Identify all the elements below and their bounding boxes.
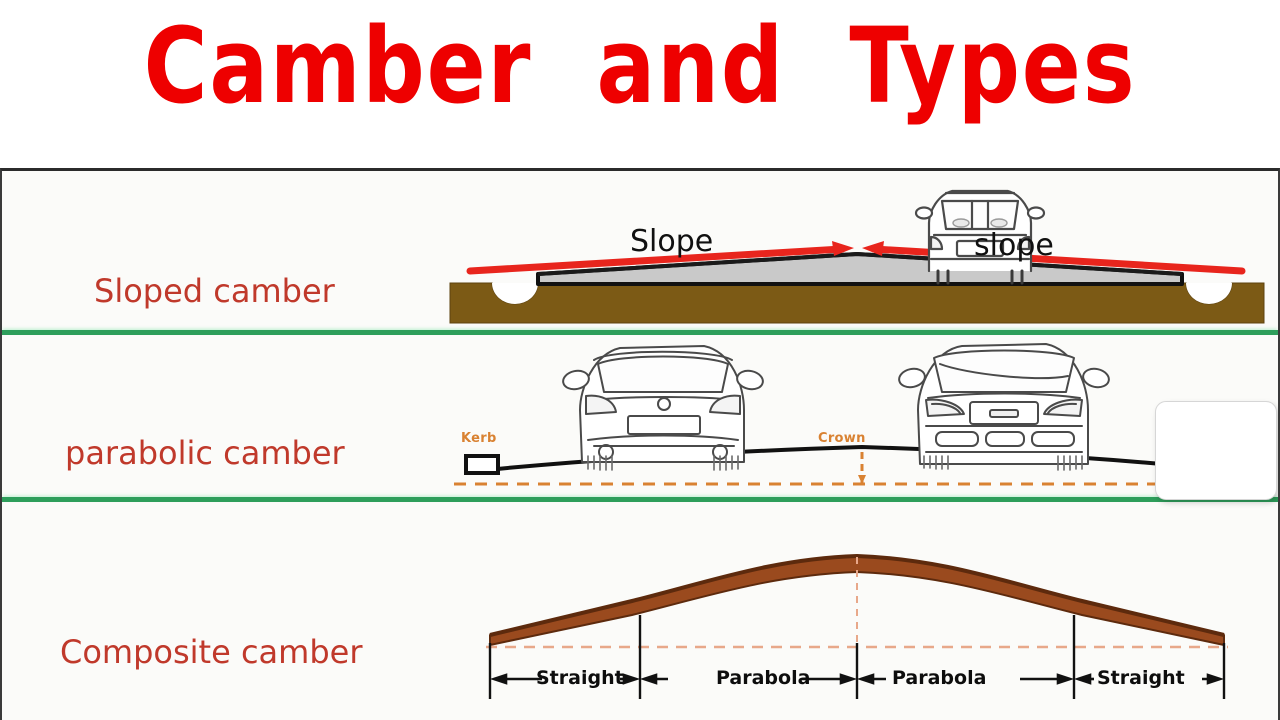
annotation-kerb: Kerb: [461, 431, 497, 446]
slope-arrow-left: [466, 241, 854, 275]
section-label-parabolic-camber: parabolic camber: [65, 434, 345, 472]
dimension-extension-lines: [488, 615, 1226, 699]
car-front-view: [898, 343, 1110, 471]
diagram-frame: Sloped camber: [0, 168, 1280, 720]
section-divider-1: [2, 330, 1278, 335]
dimension-label-straight-left: Straight: [536, 667, 624, 689]
title-band: Camber and Types: [0, 0, 1280, 168]
annotation-slope-left: Slope: [630, 224, 714, 259]
sloped-camber-illustration: [449, 189, 1265, 324]
dimension-chain: [489, 673, 1225, 685]
pavement-surface-line: [537, 251, 1183, 276]
section-label-composite-camber: Composite camber: [60, 633, 363, 671]
dimension-label-parabola-right: Parabola: [892, 667, 987, 689]
parabolic-camber-illustration: [454, 343, 1266, 486]
car-rear-view: [914, 189, 1046, 285]
soil-base: [449, 282, 1265, 324]
composite-camber-illustration: [486, 554, 1228, 699]
dimension-label-parabola-left: Parabola: [716, 667, 811, 689]
side-drain-channel-right: [1186, 283, 1232, 304]
car-rear-view: [562, 345, 764, 471]
section-divider-2: [2, 497, 1278, 502]
page-title: Camber and Types: [143, 5, 1137, 127]
crown-tick-arrow: [858, 475, 866, 484]
annotation-crown: Crown: [818, 431, 866, 446]
section-sloped-camber: Sloped camber: [2, 171, 1278, 330]
composite-top-edge: [489, 554, 1225, 637]
section-parabolic-camber: parabolic camber: [2, 334, 1278, 497]
kerb-block: [464, 454, 500, 475]
side-drain-channel-left: [492, 283, 538, 304]
dimension-label-straight-right: Straight: [1097, 667, 1185, 689]
section-label-sloped-camber: Sloped camber: [94, 272, 335, 310]
annotation-slope-right: slope: [974, 228, 1054, 263]
section-composite-camber: Composite camber: [2, 501, 1278, 720]
cover-box-overlay[interactable]: [1155, 401, 1277, 500]
